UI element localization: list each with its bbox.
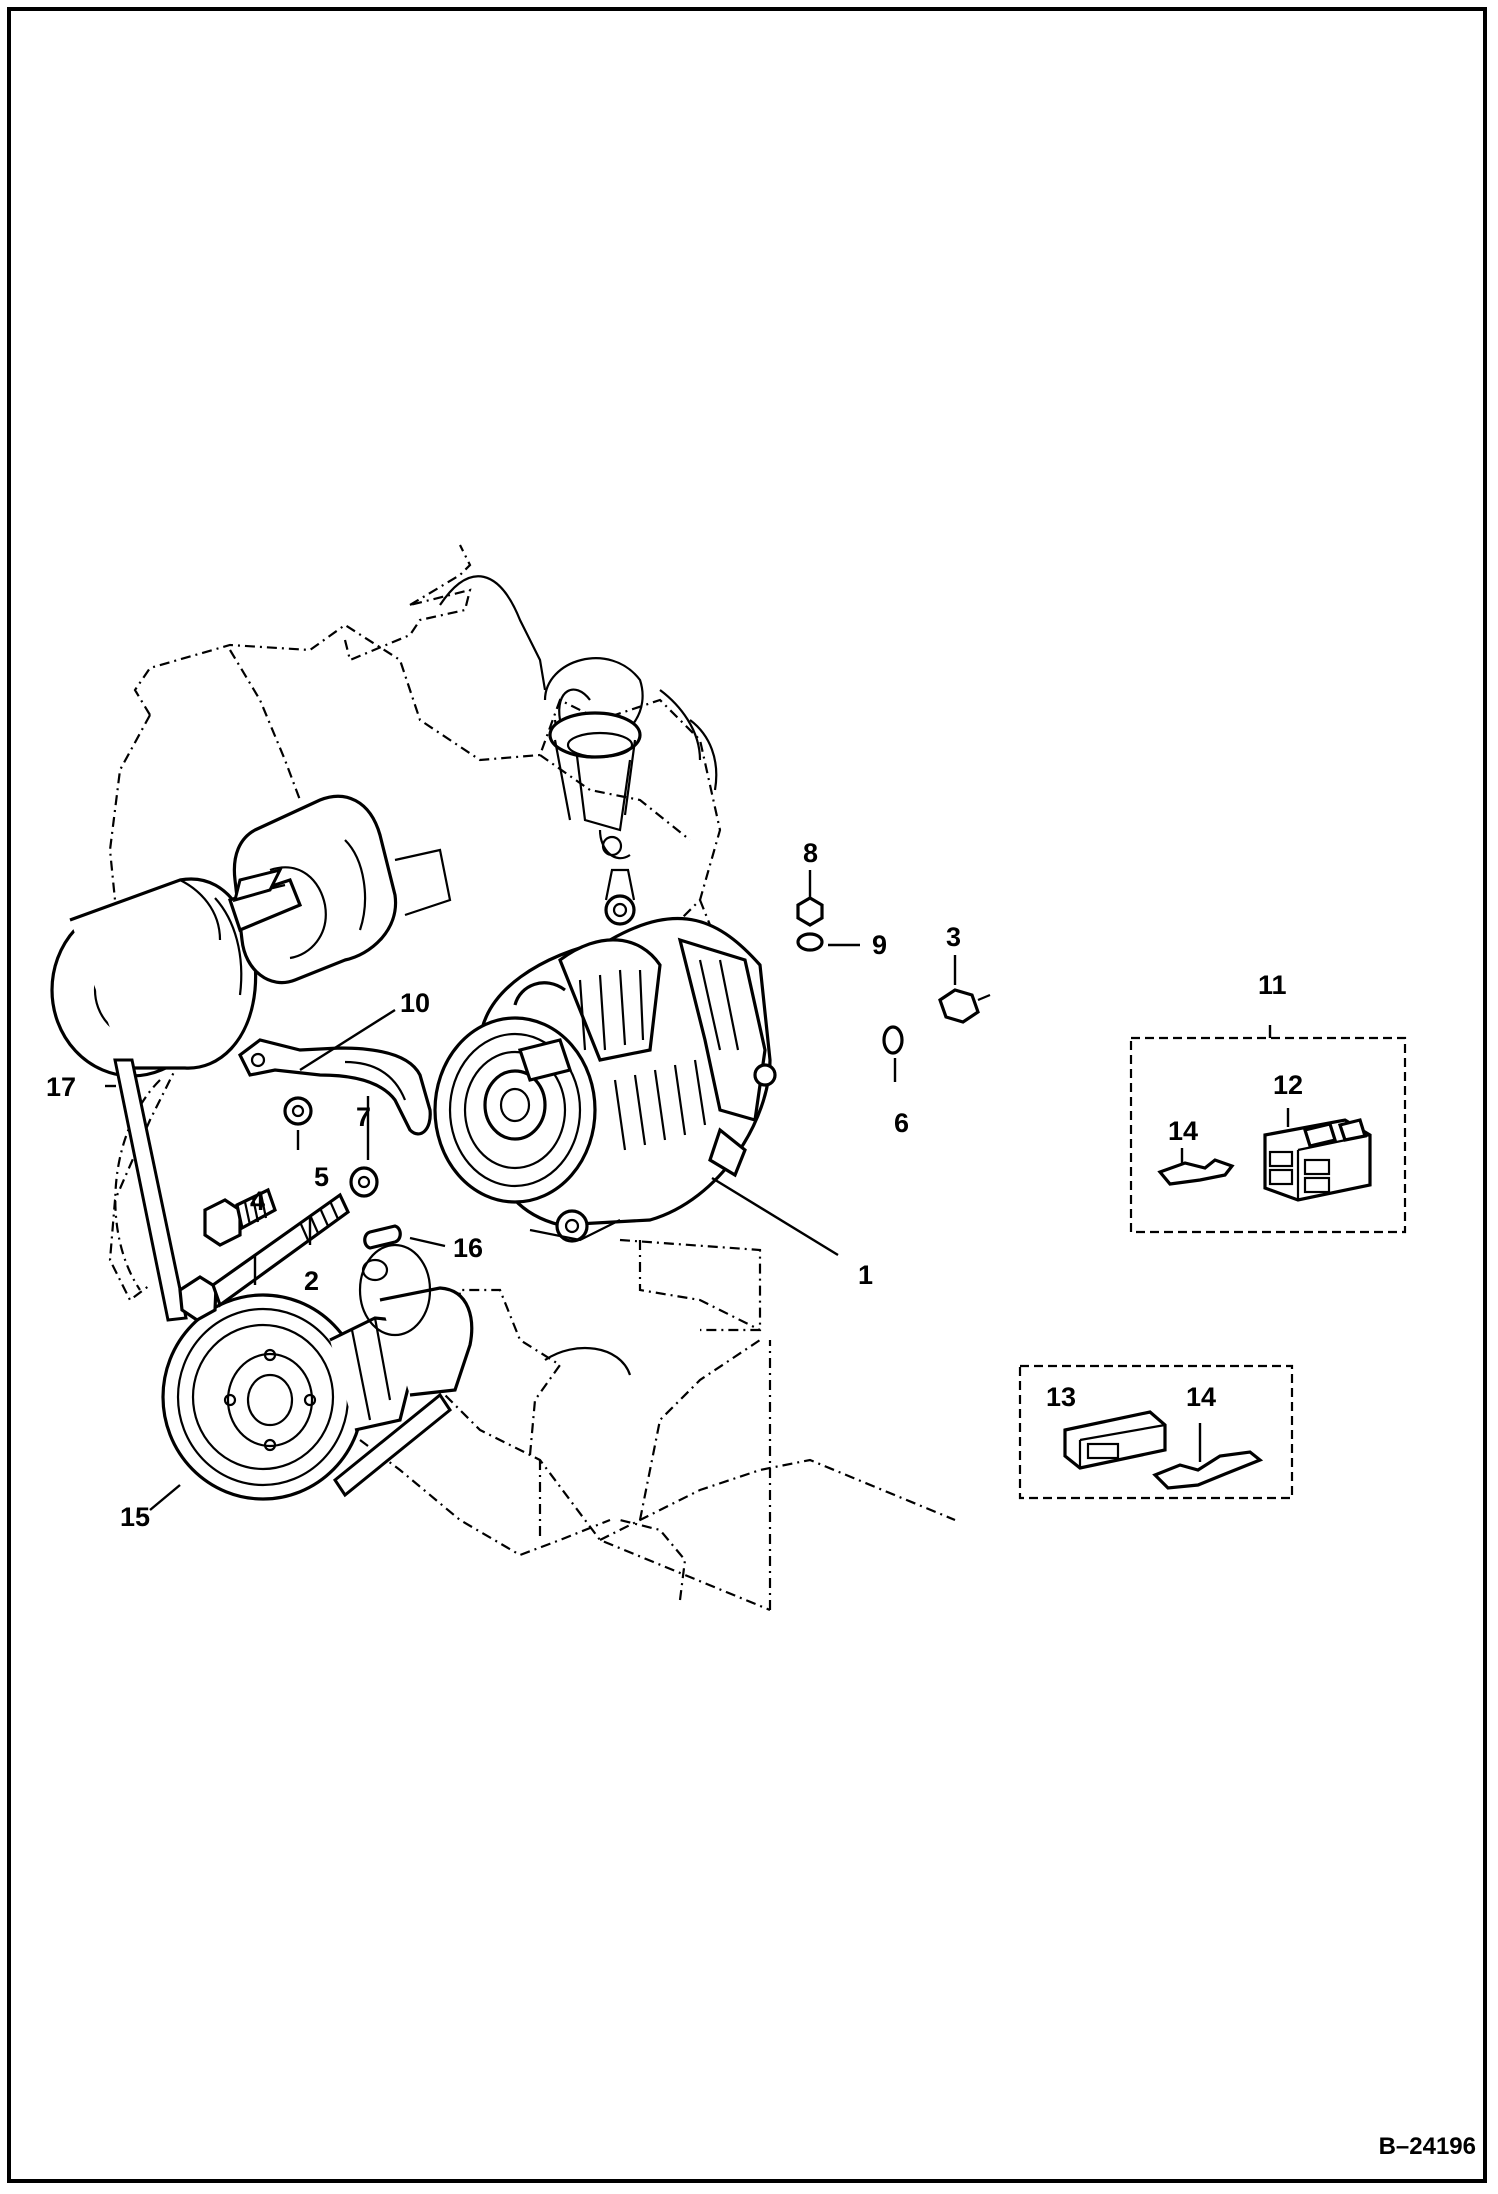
- connector-kit-box: [1129, 1036, 1407, 1234]
- callout-6: 6: [894, 1108, 909, 1138]
- washer-7: [349, 1166, 379, 1198]
- callout-17: 17: [46, 1072, 76, 1102]
- water-outlet: [548, 711, 642, 821]
- alternator: [433, 868, 777, 1243]
- bolt-2: [178, 1192, 351, 1322]
- callout-16: 16: [453, 1233, 483, 1263]
- callout-14a: 14: [1168, 1116, 1198, 1146]
- callout-1: 1: [858, 1260, 873, 1290]
- bolt-hole: [601, 835, 623, 857]
- callout-8: 8: [803, 838, 818, 868]
- callout-7: 7: [356, 1102, 371, 1132]
- callout-14b: 14: [1186, 1382, 1216, 1412]
- fan-pulley: [50, 877, 258, 1078]
- callout-11: 11: [1258, 970, 1287, 1000]
- callout-9: 9: [872, 930, 887, 960]
- washer-5: [283, 1096, 313, 1126]
- callout-10: 10: [400, 988, 430, 1018]
- adjusting-link: [237, 1038, 432, 1136]
- washer-6: [882, 1025, 904, 1055]
- callout-3: 3: [946, 922, 961, 952]
- nut-3: [938, 988, 991, 1024]
- key-16: [363, 1224, 402, 1250]
- washer-9: [796, 932, 824, 952]
- bolt-4: [203, 1187, 277, 1247]
- callout-4: 4: [250, 1186, 265, 1216]
- leader-lines: [105, 870, 1290, 1511]
- callout-5: 5: [314, 1162, 329, 1192]
- callout-2: 2: [304, 1266, 319, 1296]
- fan-belt: [113, 867, 453, 1498]
- callout-12: 12: [1273, 1070, 1303, 1100]
- crankshaft-pulley: [161, 1243, 474, 1501]
- callout-15: 15: [120, 1502, 150, 1532]
- thermostat-housing: [227, 794, 452, 985]
- nut-8: [796, 896, 824, 927]
- callout-13: 13: [1046, 1382, 1076, 1412]
- connector-kit-box-2: [1018, 1364, 1294, 1500]
- diagram-frame: [7, 7, 1487, 2183]
- connector-12: [1263, 1118, 1372, 1202]
- terminal-14b: [1152, 1450, 1264, 1490]
- connector-13: [1063, 1410, 1167, 1470]
- terminal-14a: [1157, 1158, 1235, 1186]
- figure-number: B–24196: [1379, 2133, 1476, 2160]
